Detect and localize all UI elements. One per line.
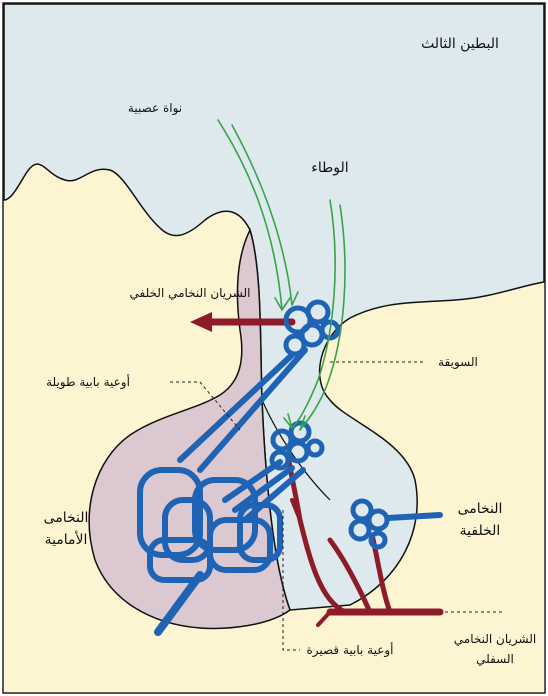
label-hypothalamus: الوطاء: [311, 160, 348, 176]
label-anterior-pituitary-1: النخامى: [44, 510, 89, 526]
label-long-portal-vessels: أوعية بابية طويلة: [46, 374, 130, 390]
label-third-ventricle: البطين الثالث: [421, 36, 499, 52]
label-posterior-pituitary-1: النخامى: [458, 501, 503, 517]
label-short-portal-vessels: أوعية بابية قصيرة: [306, 642, 393, 658]
label-neural-nucleus: نواة عصبية: [128, 101, 182, 116]
label-posterior-pituitary-2: الخلفية: [460, 523, 501, 539]
label-inferior-pituitary-artery-1: الشريان النخامي: [454, 632, 536, 647]
label-posterior-pituitary-artery: الشريان النخامي الخلفي: [130, 286, 251, 301]
label-anterior-pituitary-2: الأمامية: [45, 530, 88, 548]
label-infundibulum: السويقة: [438, 355, 478, 370]
label-inferior-pituitary-artery-2: السفلي: [476, 652, 514, 666]
